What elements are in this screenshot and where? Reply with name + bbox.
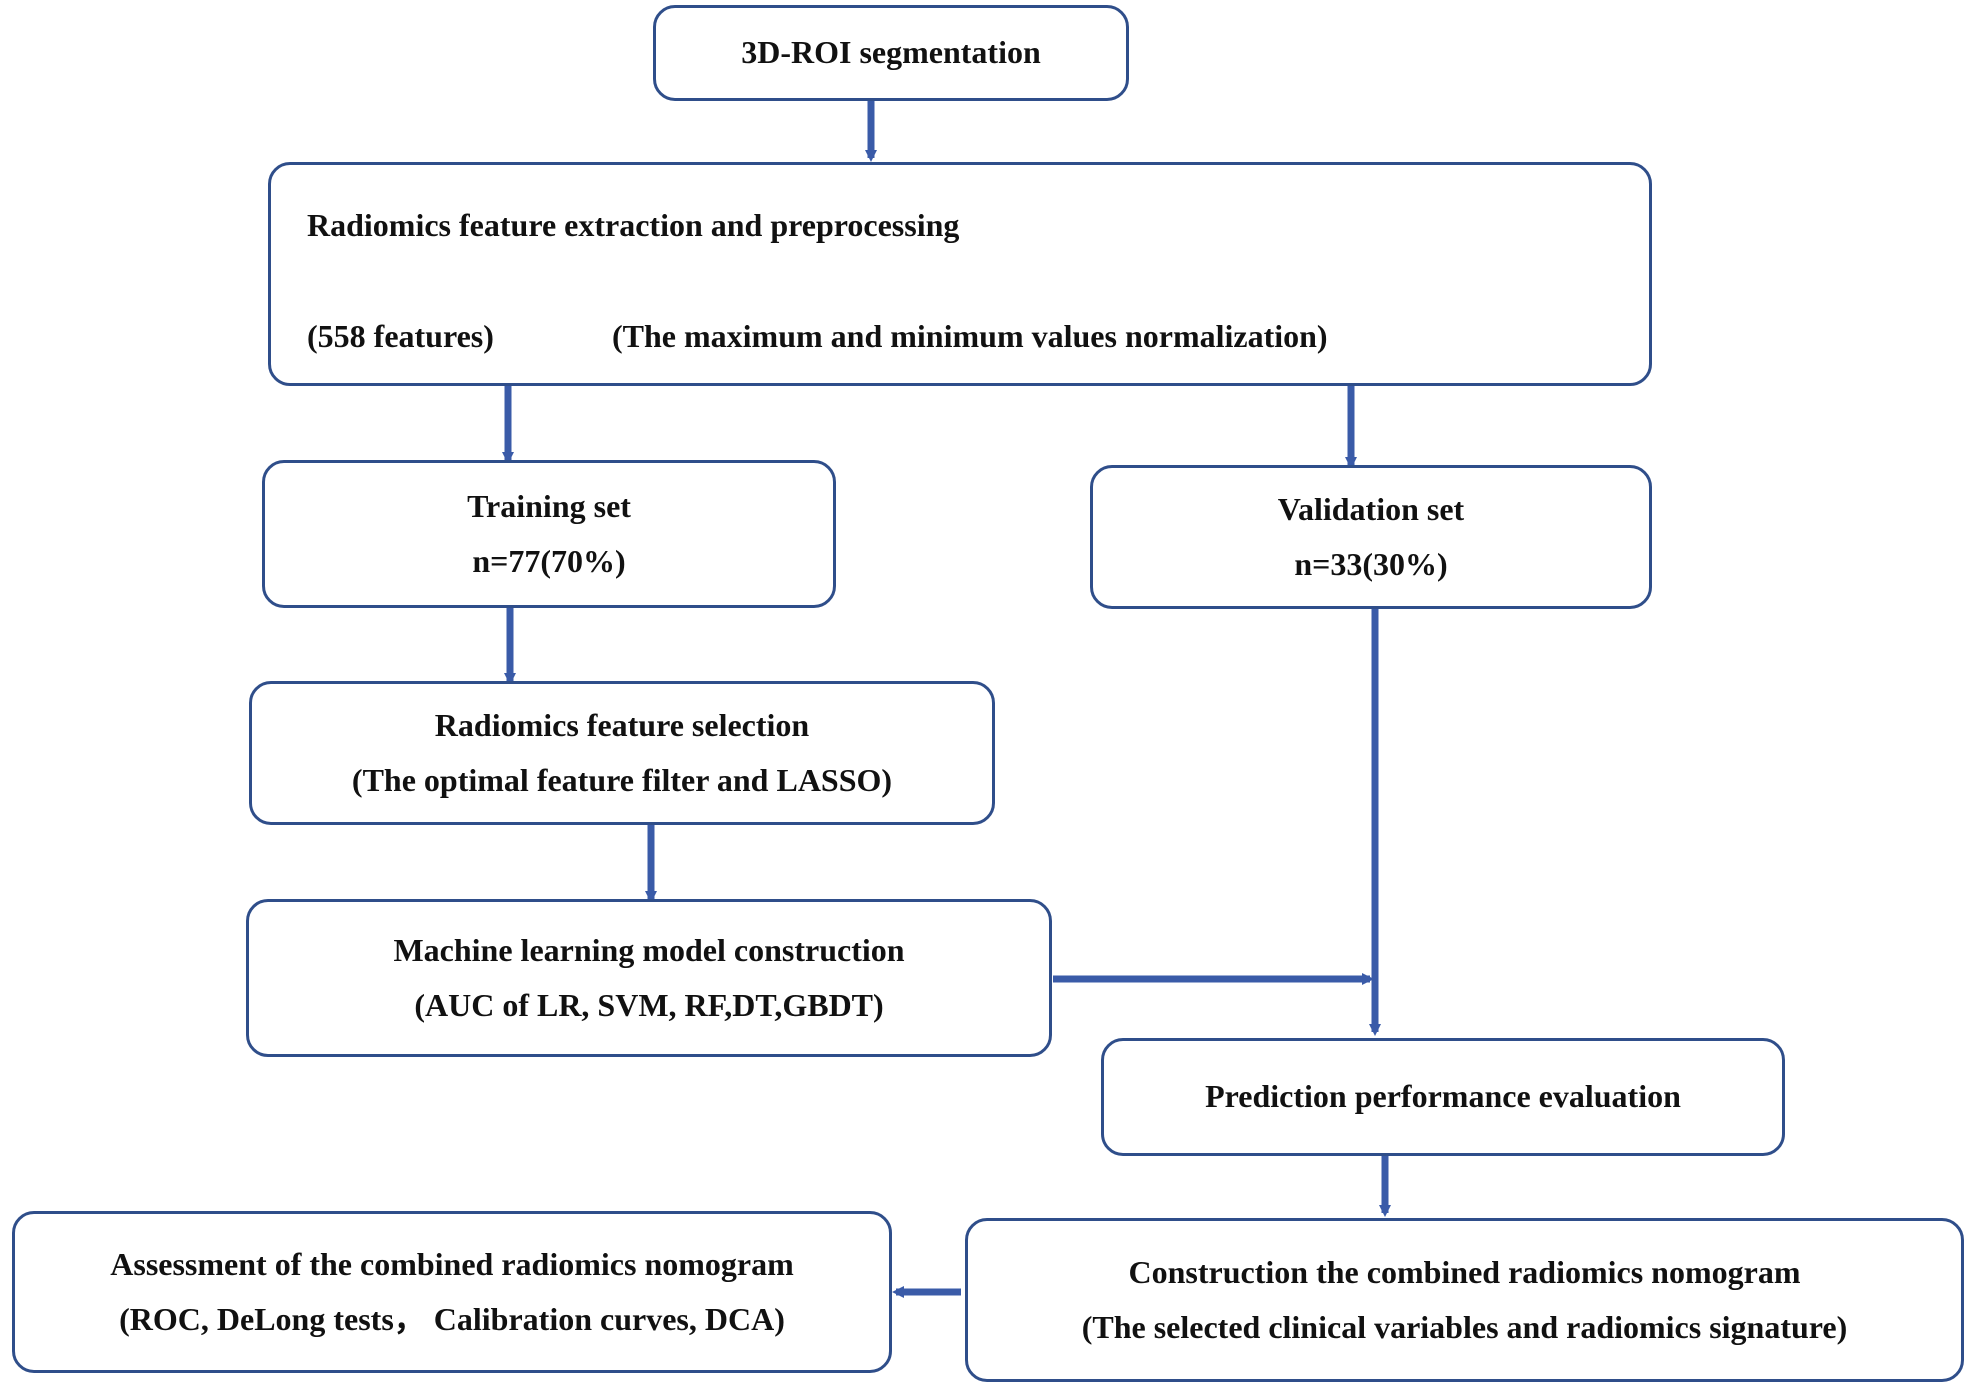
- validation-set-count: n=33(30%): [1294, 546, 1448, 582]
- nomogram-construction-detail: (The selected clinical variables and rad…: [1081, 1309, 1848, 1345]
- feature-selection-box: Radiomics feature selection (The optimal…: [249, 681, 995, 825]
- ml-model-detail: (AUC of LR, SVM, RF,DT,GBDT): [414, 987, 884, 1023]
- normalization-note: (The maximum and minimum values normaliz…: [612, 318, 1328, 354]
- ml-model-title: Machine learning model construction: [393, 931, 905, 968]
- nomogram-construction-box: Construction the combined radiomics nomo…: [965, 1218, 1964, 1382]
- feature-extraction-title: Radiomics feature extraction and preproc…: [307, 207, 960, 243]
- roi-segmentation-box: 3D-ROI segmentation: [653, 5, 1129, 101]
- training-set-box: Training set n=77(70%): [262, 460, 836, 608]
- training-set-title: Training set: [467, 487, 631, 524]
- feature-selection-title: Radiomics feature selection: [434, 706, 810, 743]
- validation-set-box: Validation set n=33(30%): [1090, 465, 1652, 609]
- nomogram-construction-title: Construction the combined radiomics nomo…: [1128, 1253, 1801, 1290]
- feature-selection-detail: (The optimal feature filter and LASSO): [351, 762, 893, 798]
- nomogram-assessment-title: Assessment of the combined radiomics nom…: [110, 1245, 794, 1282]
- features-count-note: (558 features): [307, 318, 494, 354]
- training-set-count: n=77(70%): [472, 543, 626, 579]
- validation-set-title: Validation set: [1277, 490, 1465, 527]
- nomogram-assessment-detail: (ROC, DeLong tests， Calibration curves, …: [119, 1301, 785, 1337]
- ml-model-construction-box: Machine learning model construction (AUC…: [246, 899, 1052, 1057]
- nomogram-assessment-box: Assessment of the combined radiomics nom…: [12, 1211, 892, 1373]
- prediction-evaluation-box: Prediction performance evaluation: [1101, 1038, 1785, 1156]
- roi-segmentation-title: 3D-ROI segmentation: [741, 34, 1041, 71]
- feature-extraction-box: Radiomics feature extraction and preproc…: [268, 162, 1652, 386]
- prediction-evaluation-title: Prediction performance evaluation: [1205, 1078, 1681, 1115]
